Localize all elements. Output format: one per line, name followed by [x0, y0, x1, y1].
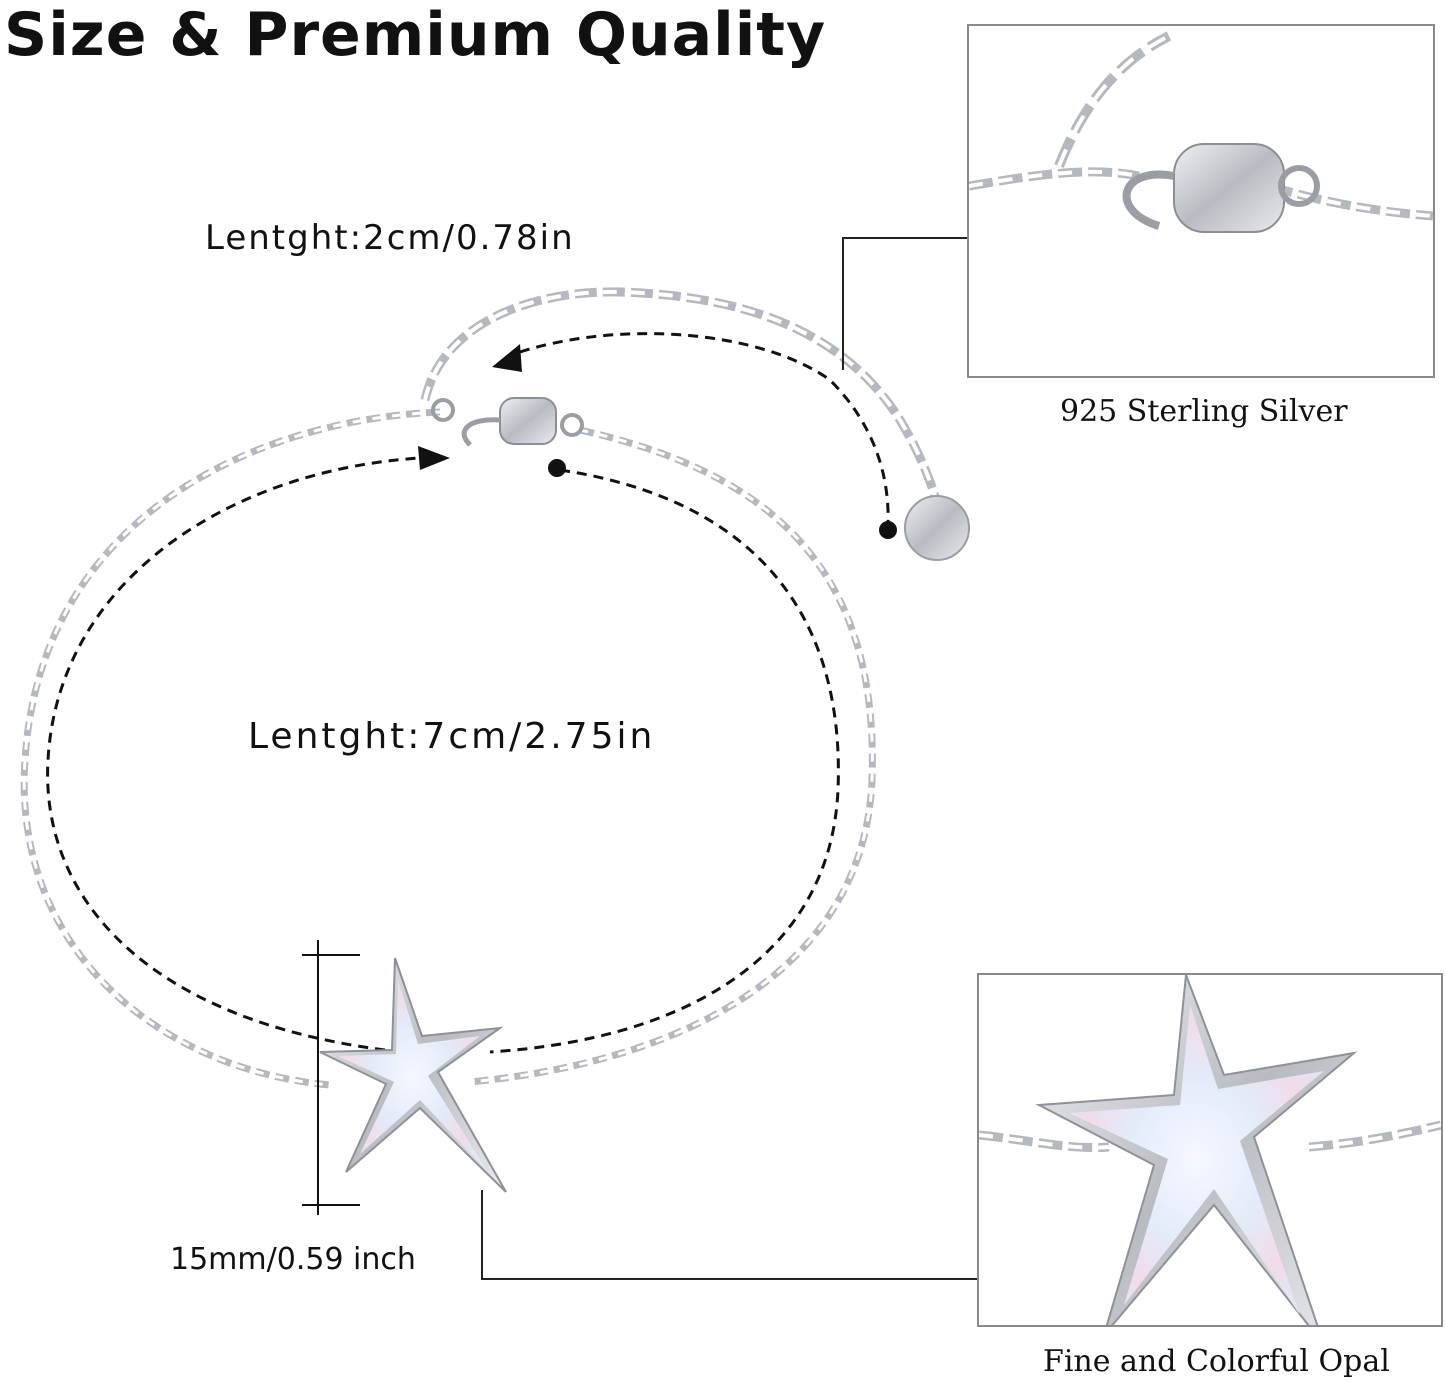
pendant-size-label: 15mm/0.59 inch — [170, 1242, 416, 1277]
dot-end — [879, 521, 897, 539]
extender-length-label: Lentght:2cm/0.78in — [205, 218, 575, 258]
clasp-caption: 925 Sterling Silver — [1060, 394, 1348, 429]
tag-charm — [904, 495, 970, 561]
clasp-closeup-inset — [967, 24, 1435, 378]
pendant-size-bracket — [302, 940, 360, 1215]
starfish-pendant — [319, 957, 507, 1193]
clasp-closeup-image — [969, 31, 1433, 233]
extender-chain — [420, 287, 970, 561]
starfish-closeup-inset — [977, 973, 1443, 1327]
starfish-closeup-image — [979, 975, 1441, 1325]
bracelet-chain — [20, 408, 876, 1089]
arrow-head-extender — [492, 344, 522, 372]
lobster-clasp — [431, 397, 584, 447]
connector-lines — [481, 237, 977, 1280]
arrow-head-main — [418, 446, 450, 470]
dot-start — [548, 459, 566, 477]
opal-caption: Fine and Colorful Opal — [1043, 1344, 1390, 1379]
page-title: Size & Premium Quality — [4, 0, 827, 70]
bracelet-length-label: Lentght:7cm/2.75in — [248, 716, 656, 757]
measurement-arrows — [46, 332, 890, 1054]
